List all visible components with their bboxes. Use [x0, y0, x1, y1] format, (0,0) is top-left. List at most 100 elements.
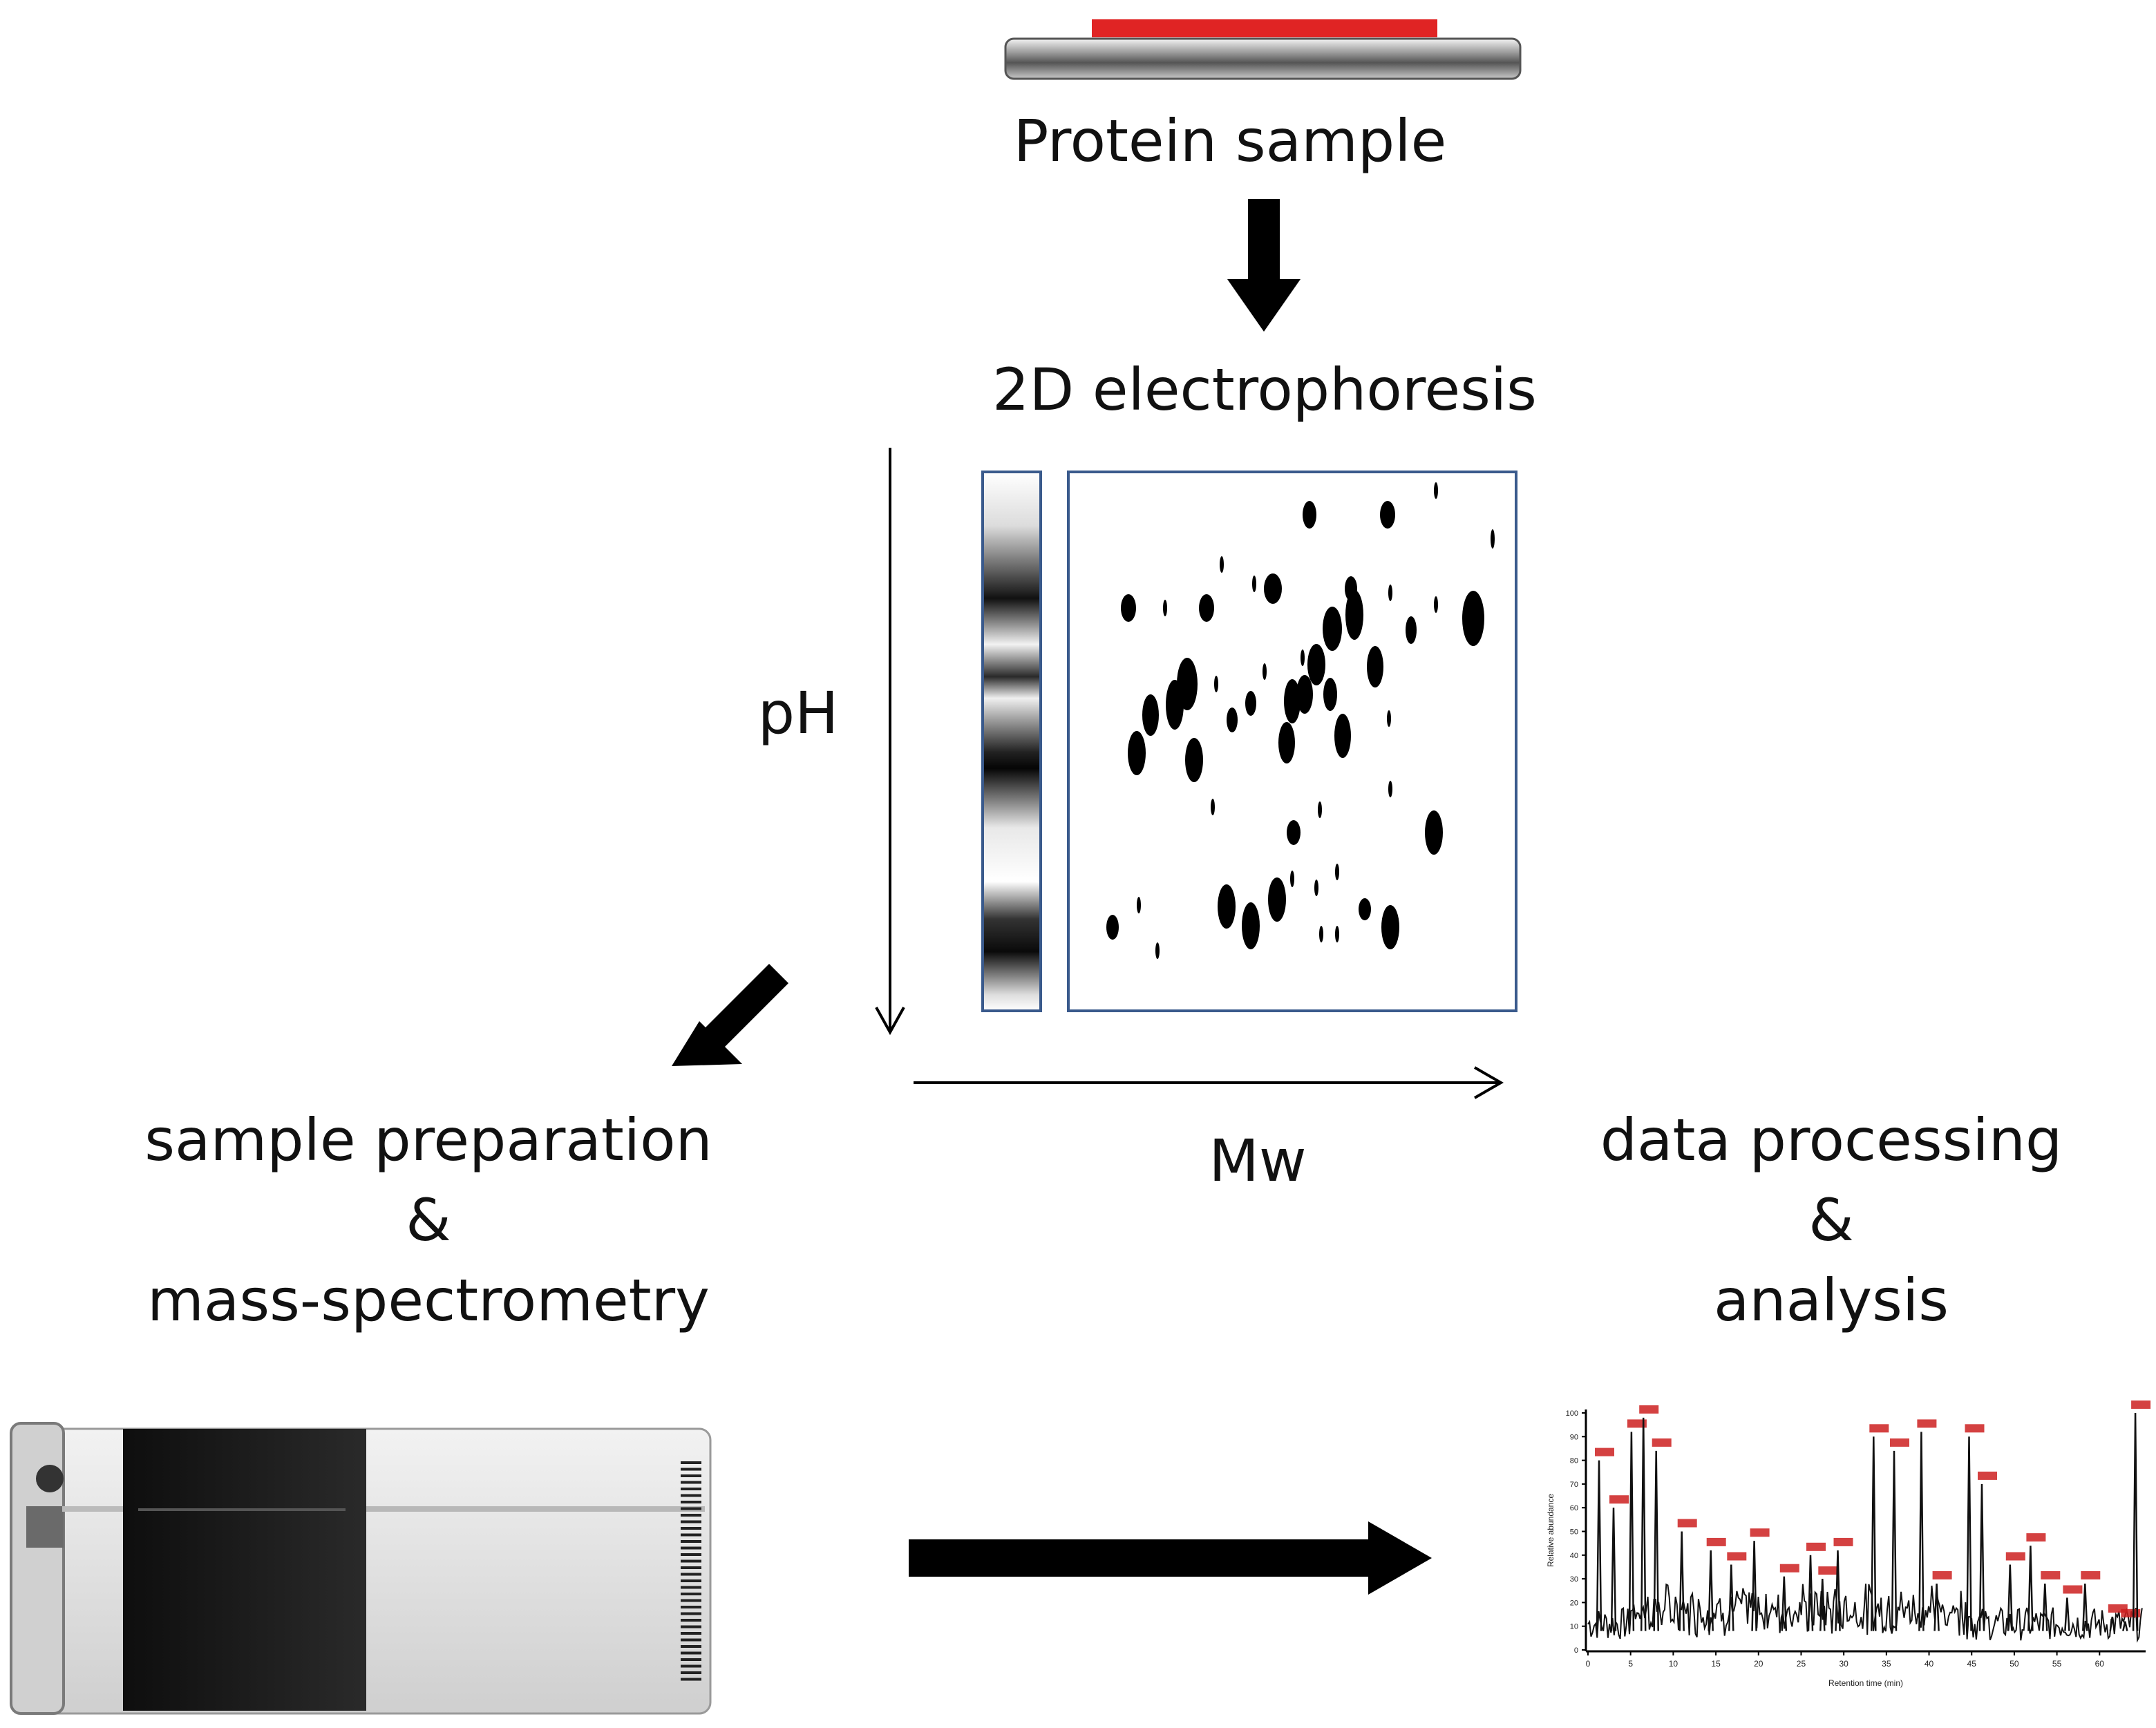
chromatogram-peak [1978, 1483, 1985, 1631]
protein-sample-label: Protein sample [1013, 107, 1447, 175]
gel-spot [1128, 731, 1146, 775]
vent-line [681, 1501, 701, 1503]
gel-spot [1359, 898, 1371, 920]
data-processing-line3: analysis [1713, 1266, 1949, 1334]
chromatogram-peak [1807, 1555, 1814, 1631]
peak-annotation [2005, 1552, 2025, 1561]
y-tick-label: 10 [1570, 1623, 1578, 1631]
vent-line [681, 1474, 701, 1477]
y-tick-label: 80 [1570, 1457, 1578, 1465]
chromatogram-peaks [1595, 1401, 2151, 1631]
peak-annotation [1609, 1495, 1629, 1504]
x-tick-label: 60 [2095, 1659, 2105, 1669]
vent-line [681, 1533, 701, 1537]
chromatogram-peak [1835, 1550, 1841, 1631]
chromatogram-peak [2132, 1412, 2139, 1631]
x-tick-label: 40 [1925, 1659, 1934, 1669]
chromatogram-peak [2064, 1597, 2070, 1631]
gel-spot [1218, 884, 1236, 929]
vent-line [681, 1546, 701, 1550]
chromatogram-peak [1819, 1579, 1826, 1631]
vent-line [681, 1481, 701, 1484]
mass-spectrometer-icon [10, 1422, 712, 1715]
gel-spot [1121, 594, 1136, 622]
chromatogram-peak [1653, 1450, 1659, 1631]
gel-spot [1367, 646, 1383, 687]
y-tick-label: 0 [1574, 1646, 1578, 1655]
chromatogram-trace [1587, 1583, 2143, 1643]
gel-spot [1388, 781, 1392, 797]
electrophoresis-label: 2D electrophoresis [992, 356, 1537, 424]
chromatogram-peak [1918, 1432, 1925, 1631]
vent-line [681, 1566, 701, 1569]
y-tick-label: 100 [1566, 1409, 1578, 1418]
vent-line [681, 1507, 701, 1510]
vent-line [681, 1625, 701, 1629]
y-tick-label: 50 [1570, 1528, 1578, 1537]
ph-axis-arrow [875, 448, 905, 1036]
sample-preparation-line2: & [406, 1186, 451, 1254]
vent-line [681, 1573, 701, 1576]
x-tick-label: 0 [1586, 1659, 1591, 1669]
vent-line [681, 1645, 701, 1648]
vent-line [681, 1559, 701, 1563]
x-tick-label: 30 [1839, 1659, 1848, 1669]
chromatogram-peak [1628, 1432, 1635, 1631]
data-processing-line1: data processing [1600, 1106, 2063, 1174]
vent-line [681, 1664, 701, 1668]
vent-line [681, 1638, 701, 1642]
x-tick-label: 15 [1711, 1659, 1721, 1669]
peak-annotation [1652, 1438, 1672, 1447]
chromatogram-peak [1610, 1508, 1617, 1631]
x-tick-label: 10 [1669, 1659, 1679, 1669]
vent-line [681, 1632, 701, 1635]
gel-spot [1263, 663, 1267, 680]
vent-line [681, 1514, 701, 1517]
sample-preparation-label: sample preparation & mass-spectrometry [124, 1100, 732, 1340]
vent-line [681, 1651, 701, 1655]
vent-line [681, 1540, 701, 1543]
vent-line [681, 1658, 701, 1661]
gel-spot [1380, 501, 1395, 529]
gel-spot [1307, 644, 1325, 685]
gel-spot [1335, 864, 1339, 880]
peak-annotation [1806, 1542, 1826, 1551]
mw-axis-arrow [914, 1066, 1504, 1099]
peak-annotation [1932, 1571, 1952, 1579]
vent-line [681, 1599, 701, 1602]
chromatogram-peak [1966, 1436, 1972, 1631]
vent-grille [681, 1461, 701, 1681]
mw-axis-label: Mw [1209, 1127, 1307, 1195]
peak-annotation [2063, 1585, 2083, 1594]
ief-strip [981, 471, 1042, 1012]
gel-spot [1434, 482, 1438, 499]
gel-spot [1318, 801, 1322, 818]
x-tick-label: 55 [2052, 1659, 2062, 1669]
gel-spot [1278, 722, 1295, 763]
peak-annotation [1965, 1424, 1985, 1433]
peak-annotation [2041, 1571, 2061, 1579]
y-tick-label: 60 [1570, 1504, 1578, 1512]
sample-preparation-line1: sample preparation [144, 1106, 712, 1174]
vent-line [681, 1553, 701, 1556]
peak-annotation [2081, 1571, 2101, 1579]
vent-line [681, 1461, 701, 1464]
sample-preparation-line3: mass-spectrometry [147, 1266, 710, 1334]
peak-annotation [1595, 1447, 1614, 1456]
ph-axis-label: pH [757, 679, 839, 747]
peak-annotation [1890, 1438, 1909, 1447]
gel-spot [1319, 926, 1323, 942]
gel-spot [1155, 942, 1160, 959]
chromatogram-peak [2109, 1616, 2116, 1631]
gel-spot [1290, 871, 1294, 887]
gel-spot [1406, 616, 1417, 644]
gel-spot [1381, 905, 1399, 949]
gel-spot [1425, 810, 1443, 855]
chromatogram-peak [1596, 1460, 1602, 1631]
gel-spot [1264, 573, 1282, 604]
y-tick-label: 20 [1570, 1599, 1578, 1607]
gel-spot [1106, 915, 1119, 940]
gel-spot [1303, 501, 1316, 529]
